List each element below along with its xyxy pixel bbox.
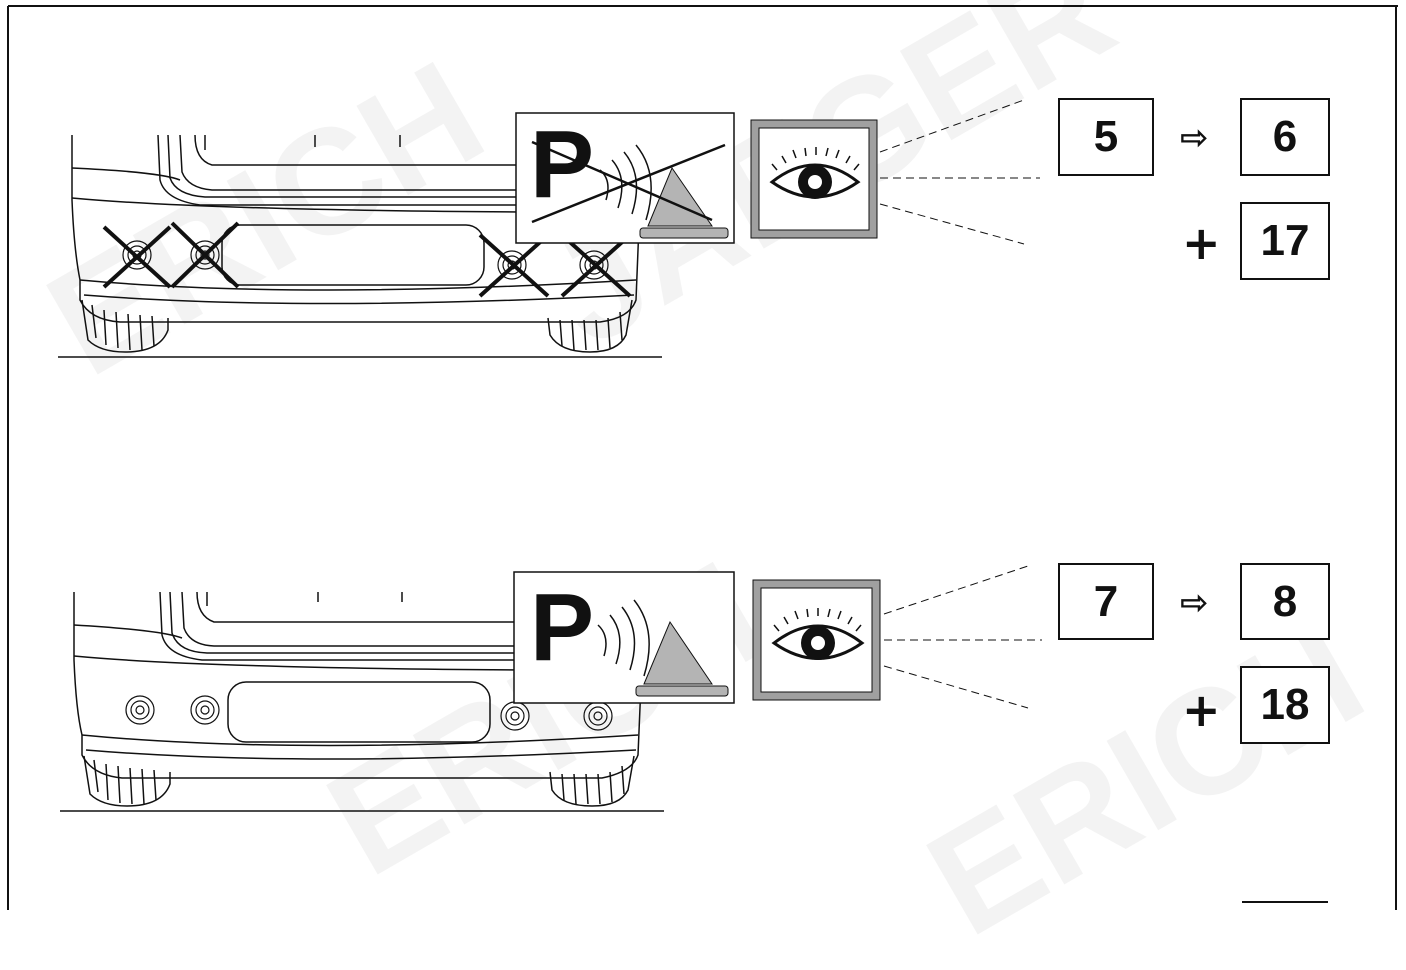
- parking-sensor-icon-top: [515, 112, 735, 244]
- step-box-5: 5: [1058, 98, 1154, 176]
- parking-letter-top: P: [530, 111, 595, 218]
- eye-icon-top: [750, 119, 878, 239]
- step-box-7: 7: [1058, 563, 1154, 640]
- icon-strike-diagonal-2: [531, 140, 713, 222]
- eye-icon-bottom: [752, 579, 881, 701]
- arrow-right-icon-top: ⇨: [1180, 118, 1209, 158]
- plus-sign-top: +: [1182, 216, 1221, 270]
- parking-sensor-icon-bottom: [513, 571, 735, 704]
- arrow-right-icon-bottom: ⇨: [1180, 583, 1209, 623]
- parking-letter-bottom: P: [530, 574, 595, 681]
- step-box-6: 6: [1240, 98, 1330, 176]
- leader-lines-top: [879, 99, 1040, 245]
- step-box-8: 8: [1240, 563, 1330, 640]
- plus-sign-bottom: +: [1182, 683, 1221, 737]
- leader-lines-bottom: [883, 565, 1042, 709]
- diagram-svg: [7, 5, 1398, 910]
- car-rear-bottom: [60, 591, 664, 812]
- diagram-page: ERICH JAEGER ERICH ERICH: [7, 0, 1398, 967]
- step-box-17: 17: [1240, 202, 1330, 280]
- sensor-cross-marks: [102, 221, 632, 298]
- step-box-18: 18: [1240, 666, 1330, 744]
- car-rear-top: [58, 134, 662, 358]
